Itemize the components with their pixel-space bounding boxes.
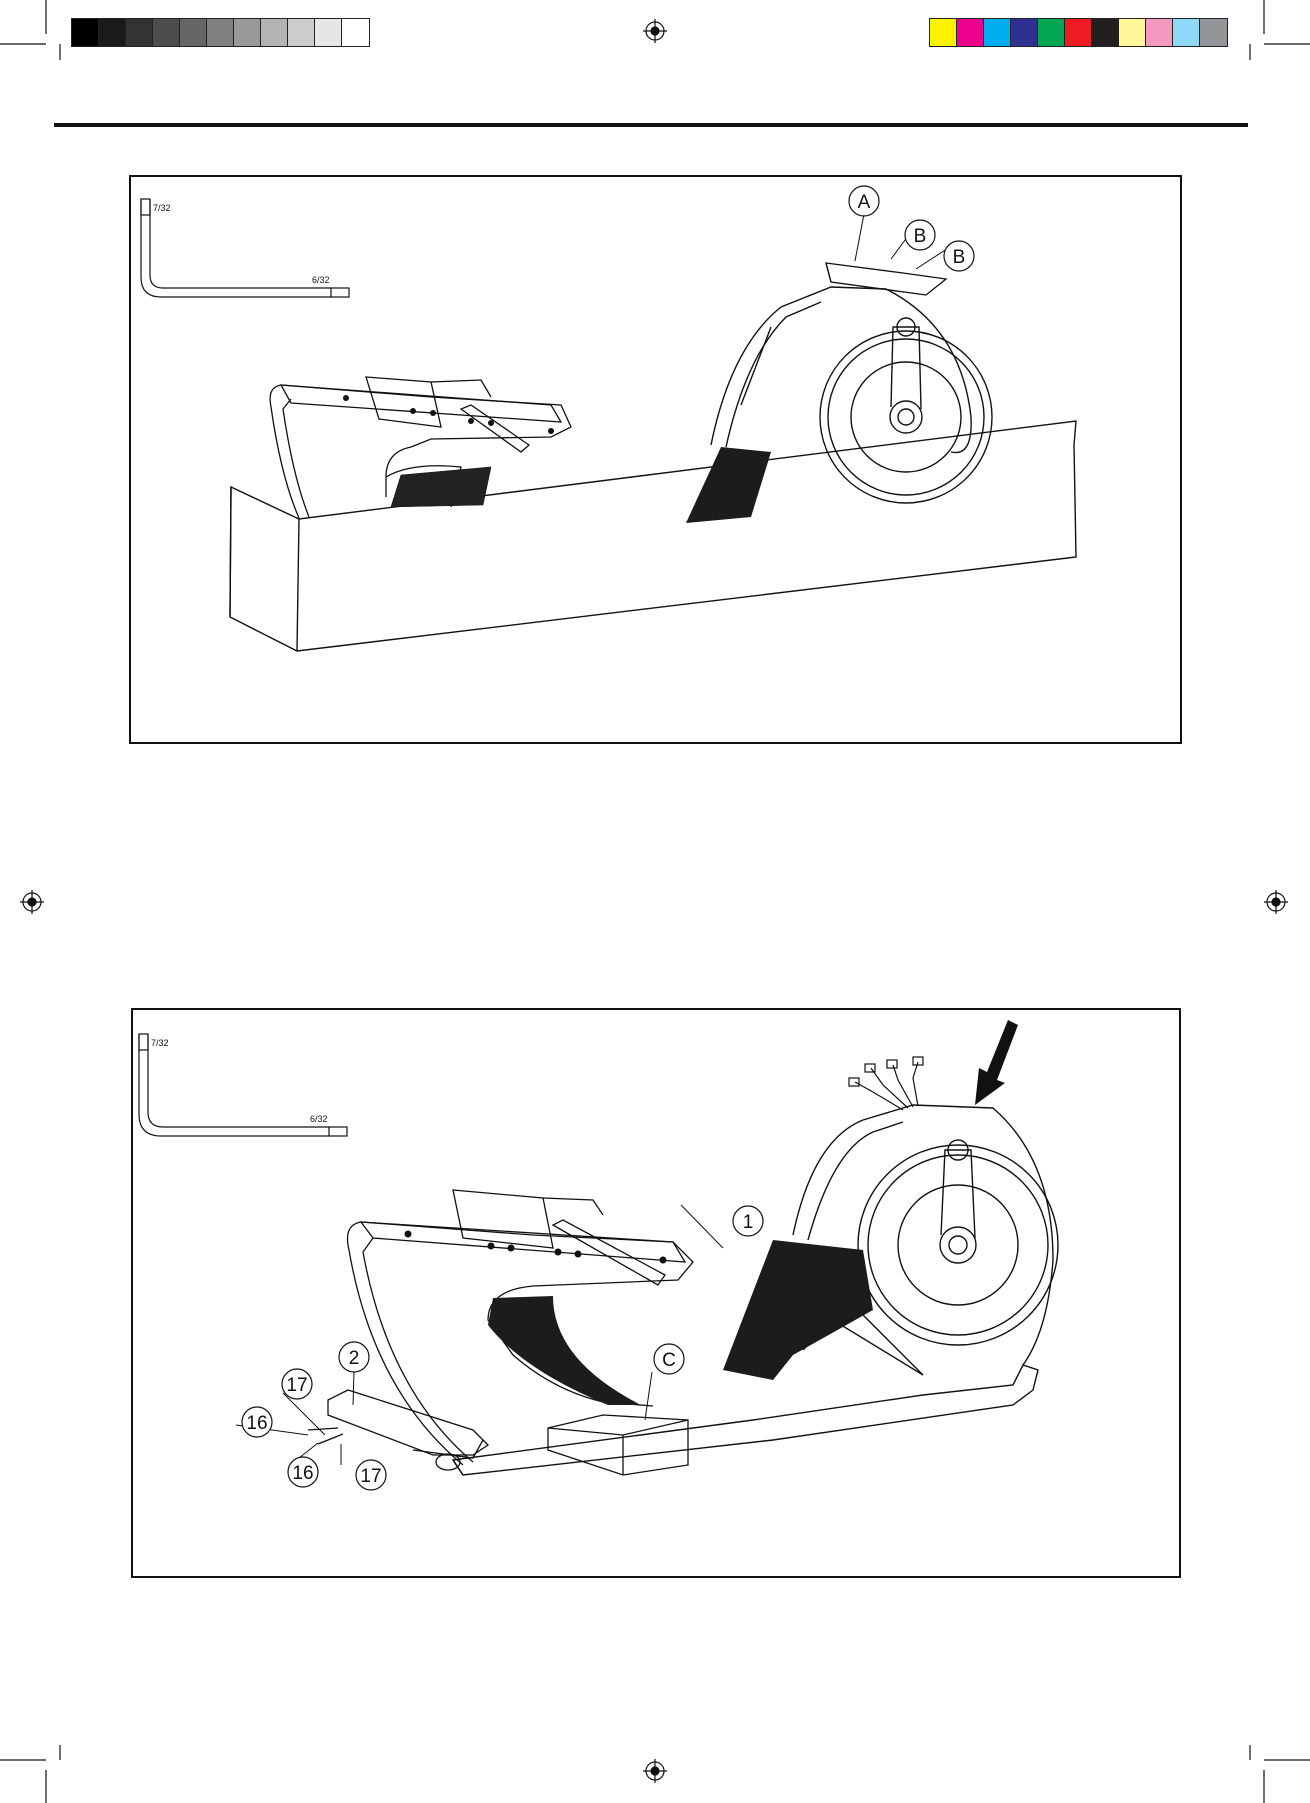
grayscale-swatch — [288, 19, 315, 46]
process-color-swatch — [1119, 19, 1146, 46]
registration-mark-right — [1264, 890, 1288, 914]
svg-text:C: C — [662, 1350, 676, 1371]
header-rule — [54, 123, 1248, 127]
registration-mark-left — [20, 890, 44, 914]
wrench-size-label-short: 6/32 — [312, 275, 330, 285]
grayscale-swatch — [207, 19, 234, 46]
grayscale-swatch — [234, 19, 261, 46]
front-fabric — [723, 1240, 873, 1380]
process-color-swatch — [1173, 19, 1200, 46]
registration-mark-top — [643, 19, 667, 43]
grayscale-color-bar — [71, 18, 370, 47]
svg-text:B: B — [914, 226, 927, 247]
console-cables — [849, 1057, 923, 1110]
process-color-swatch — [1200, 19, 1227, 46]
rower-base-frame — [453, 1365, 1038, 1475]
svg-text:17: 17 — [360, 1466, 381, 1487]
callout-leaders-top — [855, 214, 956, 269]
svg-text:16: 16 — [246, 1413, 267, 1434]
callout-16-bottom: 16 — [288, 1457, 318, 1487]
down-arrow-icon — [975, 1020, 1018, 1105]
process-color-swatch — [1146, 19, 1173, 46]
grayscale-swatch — [99, 19, 126, 46]
callout-c: C — [654, 1344, 684, 1374]
svg-text:2: 2 — [349, 1348, 360, 1369]
process-color-swatch — [930, 19, 957, 46]
figure-panel-top: 7/32 6/32 — [129, 175, 1182, 744]
wrench-size-label-long: 7/32 — [151, 1038, 169, 1048]
wrench-size-label-long: 7/32 — [153, 203, 171, 213]
grayscale-swatch — [315, 19, 342, 46]
rower-in-box-drawing: 7/32 6/32 — [131, 177, 1184, 746]
svg-text:17: 17 — [286, 1375, 307, 1396]
svg-text:1: 1 — [743, 1212, 754, 1233]
grayscale-swatch — [72, 19, 99, 46]
callout-a: A — [849, 186, 879, 216]
flywheel-housing — [793, 1105, 1058, 1375]
callout-16-top: 16 — [242, 1407, 272, 1437]
wrench-size-label-short: 6/32 — [310, 1114, 328, 1124]
grayscale-swatch — [261, 19, 288, 46]
process-color-swatch — [1065, 19, 1092, 46]
callout-17-top: 17 — [282, 1369, 312, 1399]
svg-text:16: 16 — [292, 1463, 313, 1484]
process-color-swatch — [957, 19, 984, 46]
shipping-box — [230, 421, 1076, 651]
svg-text:B: B — [953, 247, 966, 268]
callout-leaders-bottom — [236, 1205, 723, 1465]
grayscale-swatch — [153, 19, 180, 46]
process-color-swatch — [1092, 19, 1119, 46]
callout-17-bottom: 17 — [356, 1460, 386, 1490]
svg-text:A: A — [858, 192, 871, 213]
callout-1: 1 — [733, 1206, 763, 1236]
grayscale-swatch — [180, 19, 207, 46]
callout-b-1: B — [905, 220, 935, 250]
rower-assembly-drawing: 7/32 6/32 — [133, 1010, 1183, 1580]
rear-stabilizer — [308, 1390, 488, 1470]
figure-panel-bottom: 7/32 6/32 — [131, 1008, 1181, 1578]
callout-b-2: B — [944, 241, 974, 271]
grayscale-swatch — [342, 19, 369, 46]
grayscale-swatch — [126, 19, 153, 46]
console-mount-plate — [826, 263, 946, 295]
process-color-swatch — [1011, 19, 1038, 46]
callout-2: 2 — [339, 1342, 369, 1372]
process-color-swatch — [1038, 19, 1065, 46]
process-color-bar — [929, 18, 1228, 47]
process-color-swatch — [984, 19, 1011, 46]
rail-fabric — [391, 467, 491, 507]
registration-mark-bottom — [643, 1759, 667, 1783]
front-fabric — [686, 447, 771, 523]
